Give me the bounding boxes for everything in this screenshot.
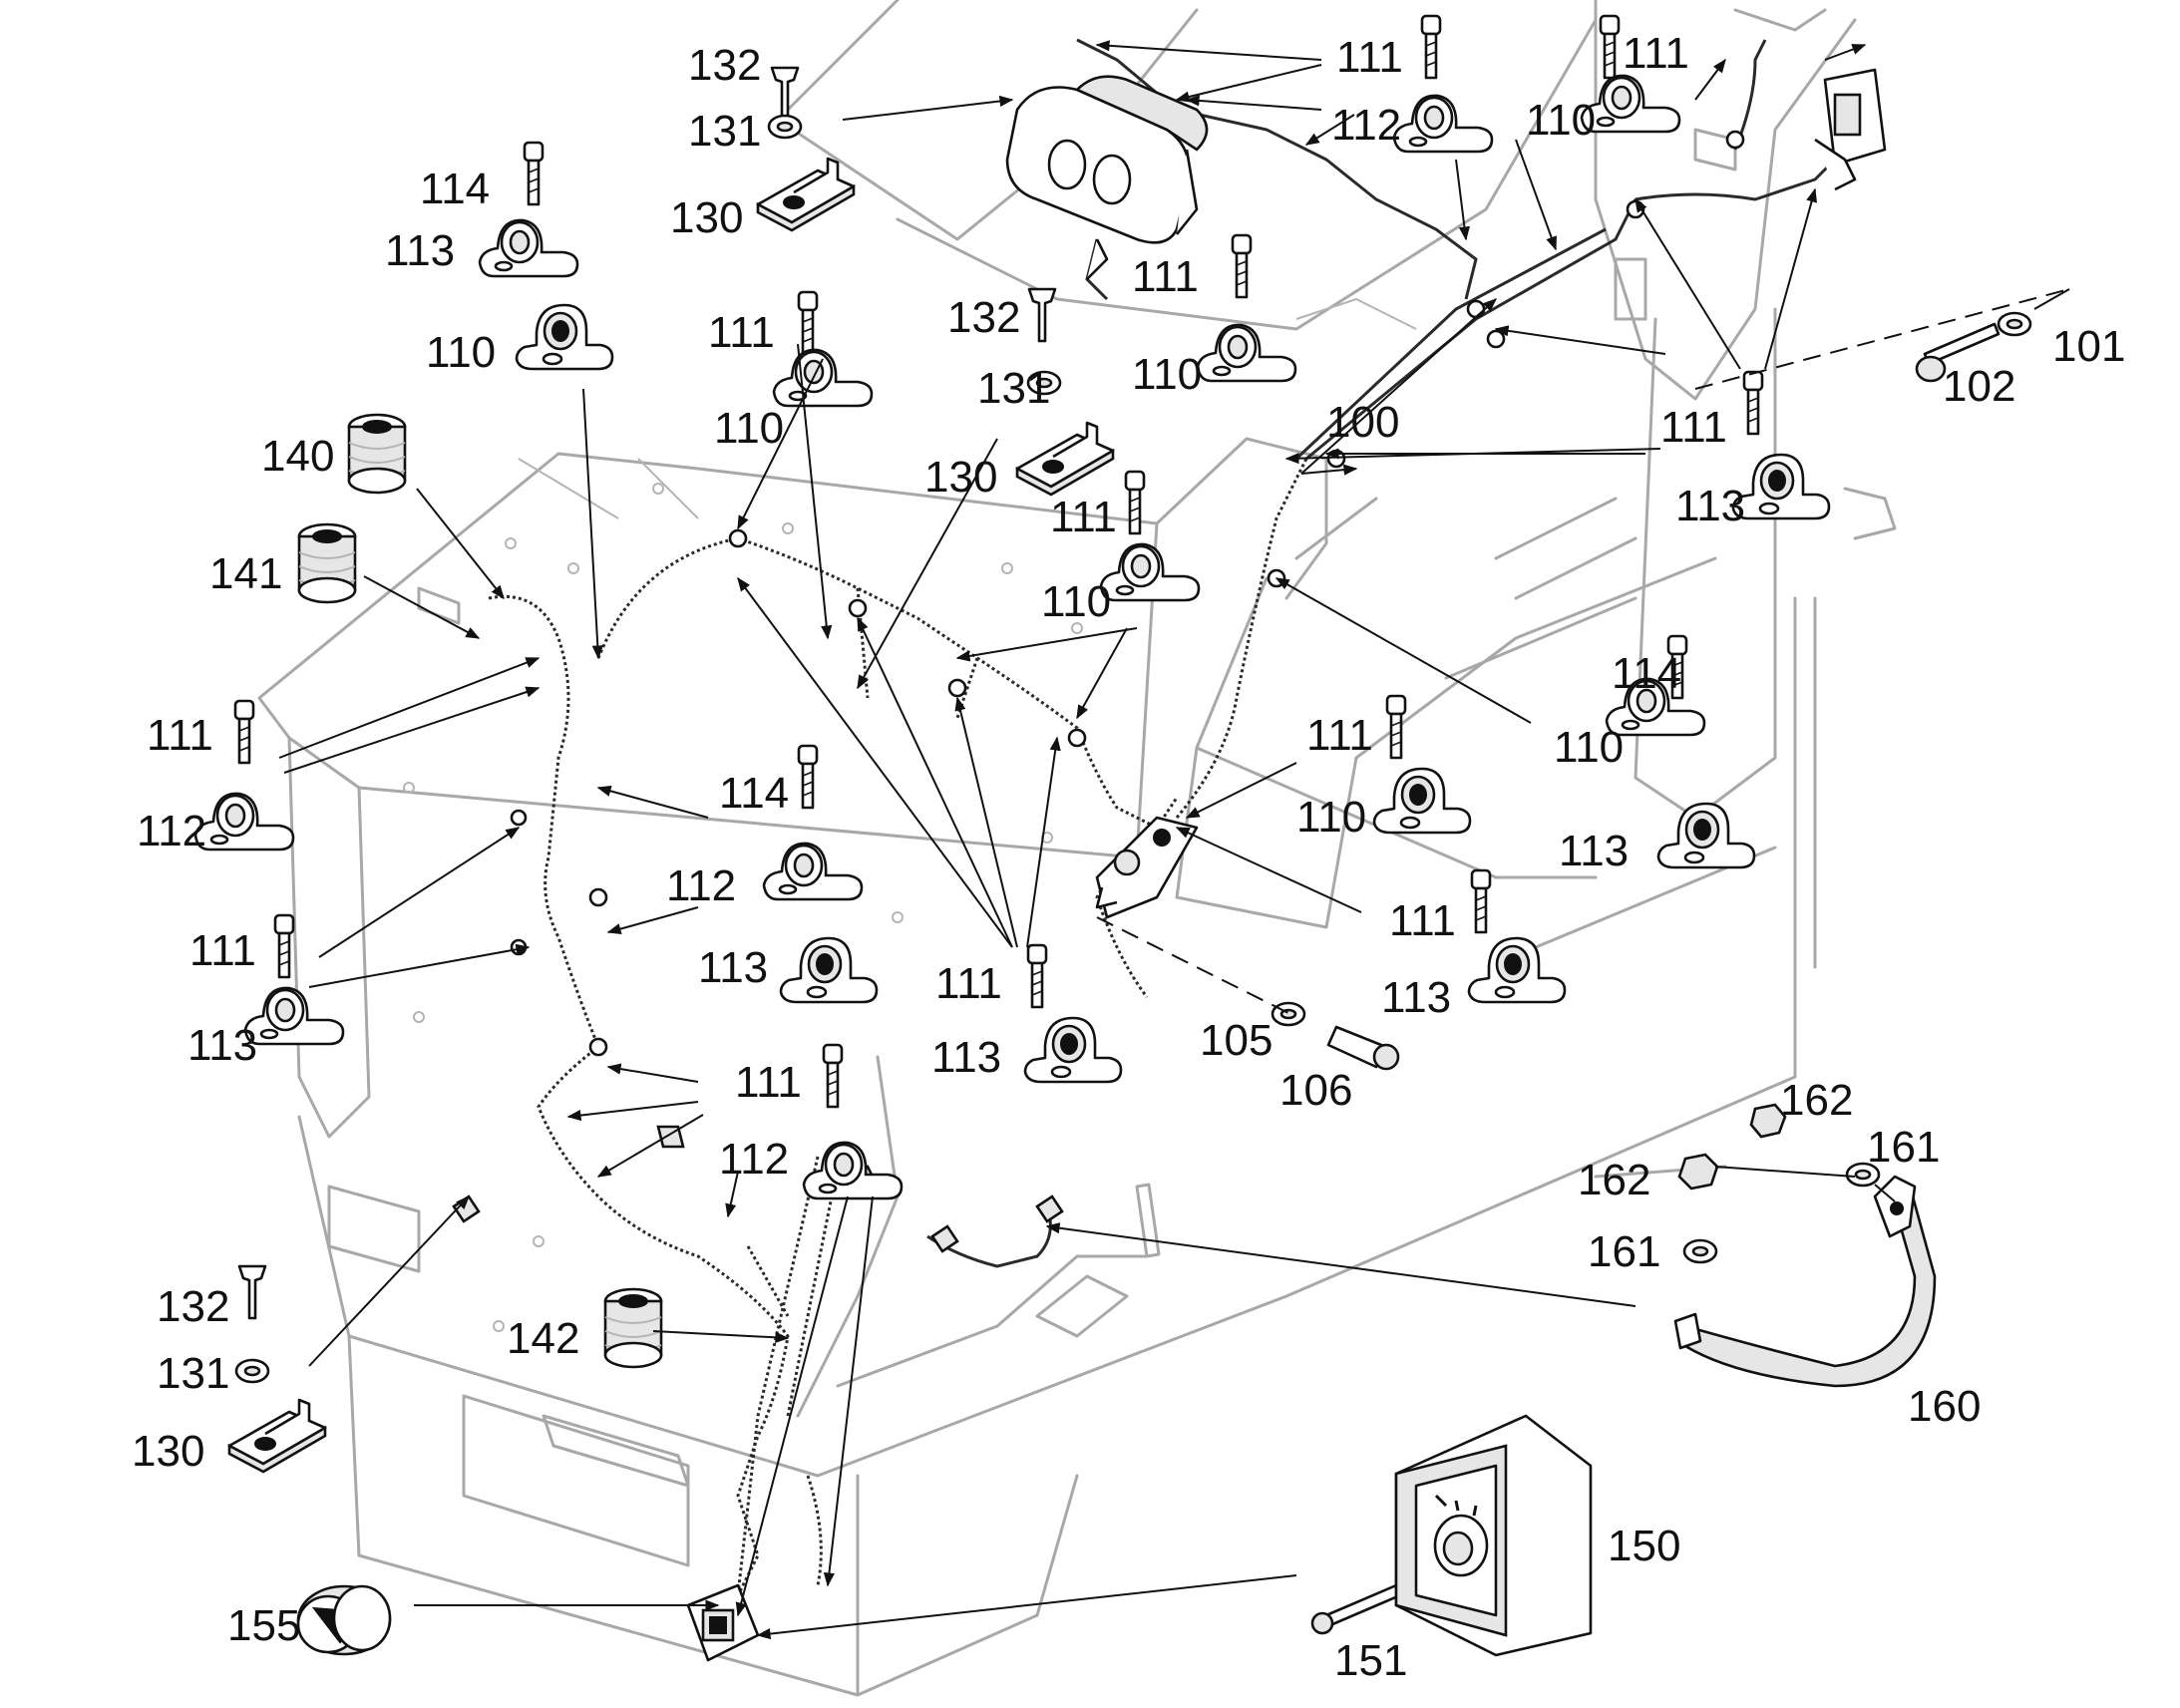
work-light <box>1005 75 1209 280</box>
callout-112: 112 <box>666 861 736 910</box>
battery-isolator-bracket <box>1095 816 1199 919</box>
callout-102: 102 <box>1943 362 2015 411</box>
callout-111: 111 <box>1132 252 1199 301</box>
callout-113: 113 <box>1675 482 1745 530</box>
bolts <box>1310 322 2000 1635</box>
callout-111: 111 <box>1336 33 1403 82</box>
callout-161: 161 <box>1867 1123 1940 1172</box>
callout-151: 151 <box>1334 1636 1407 1685</box>
callout-132: 132 <box>157 1282 229 1331</box>
part-washers <box>234 114 2032 1384</box>
callout-100: 100 <box>1326 398 1399 447</box>
callout-labels: 100 101 102 105 106 110 110 110 110 110 … <box>132 29 2125 1685</box>
callout-111: 111 <box>189 926 256 975</box>
callout-111: 111 <box>1306 711 1373 760</box>
callout-113: 113 <box>385 226 455 275</box>
callout-113: 113 <box>187 1021 257 1070</box>
callout-113: 113 <box>1559 827 1629 875</box>
callout-110: 110 <box>714 404 784 453</box>
callout-101: 101 <box>2052 322 2125 371</box>
switch-box-150 <box>1394 1414 1593 1657</box>
rear-socket <box>686 1583 760 1662</box>
callout-112: 112 <box>719 1135 789 1184</box>
callout-111: 111 <box>1660 403 1727 452</box>
callout-114: 114 <box>719 769 789 818</box>
callout-131: 131 <box>157 1349 229 1398</box>
callout-110: 110 <box>1526 96 1596 145</box>
cable-glands <box>297 413 663 1369</box>
battery-cable-160 <box>1673 1175 1937 1388</box>
callout-114: 114 <box>420 165 490 213</box>
callout-113: 113 <box>698 943 768 992</box>
callout-111: 111 <box>1389 896 1456 945</box>
relay-box <box>1814 68 1887 191</box>
callout-141: 141 <box>209 549 282 598</box>
callout-113: 113 <box>1381 973 1451 1022</box>
callout-162: 162 <box>1578 1156 1650 1204</box>
callout-132: 132 <box>688 41 761 90</box>
callout-112: 112 <box>1331 101 1401 150</box>
callout-150: 150 <box>1608 1522 1680 1570</box>
callout-111: 111 <box>935 959 1002 1008</box>
callout-161: 161 <box>1588 1227 1660 1276</box>
callout-132: 132 <box>947 293 1020 342</box>
callout-110: 110 <box>1132 350 1202 399</box>
callout-162: 162 <box>1780 1076 1853 1125</box>
callout-114: 114 <box>1612 649 1681 698</box>
callout-110: 110 <box>1554 723 1624 772</box>
callout-111: 111 <box>1050 493 1117 541</box>
callout-111: 111 <box>735 1058 802 1107</box>
nuts <box>1677 1103 1787 1191</box>
callout-110: 110 <box>1296 793 1366 842</box>
slotted-screws <box>237 66 1057 1320</box>
callout-130: 130 <box>132 1427 204 1476</box>
ground-cable-short <box>930 1195 1064 1253</box>
callout-113: 113 <box>931 1033 1001 1082</box>
callout-110: 110 <box>1041 577 1111 626</box>
callout-131: 131 <box>688 107 761 156</box>
callout-111: 111 <box>1623 29 1689 78</box>
callout-140: 140 <box>261 432 334 481</box>
callout-111: 111 <box>147 711 213 760</box>
callout-131: 131 <box>977 364 1050 413</box>
callout-142: 142 <box>507 1314 579 1363</box>
callout-110: 110 <box>426 328 496 377</box>
callout-155: 155 <box>227 1601 300 1650</box>
callout-112: 112 <box>137 807 206 855</box>
callout-130: 130 <box>924 453 997 502</box>
callout-130: 130 <box>670 193 743 242</box>
callout-160: 160 <box>1908 1382 1981 1431</box>
callout-111: 111 <box>708 308 775 357</box>
callout-106: 106 <box>1279 1066 1352 1115</box>
leader-lines <box>278 40 2070 1640</box>
grommet-155 <box>296 1584 392 1656</box>
callout-105: 105 <box>1200 1016 1272 1065</box>
